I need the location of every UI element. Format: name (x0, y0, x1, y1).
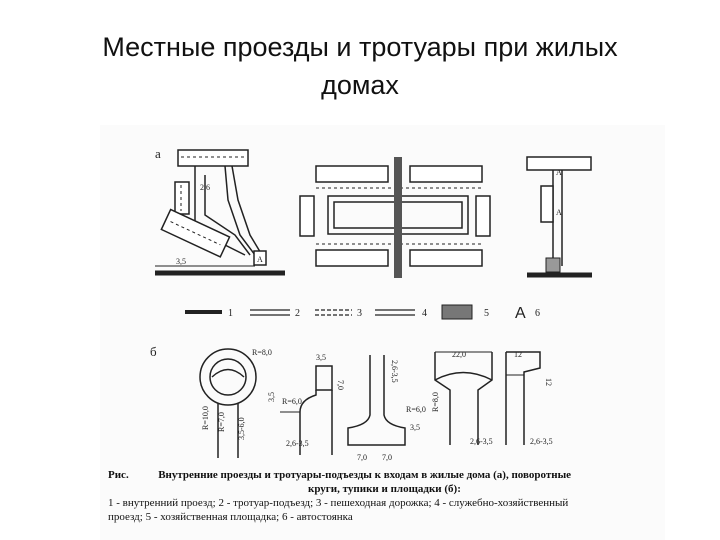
caption-title-1: Рис. Внутренние проезды и тротуары-подъе… (108, 468, 668, 482)
legend (185, 304, 473, 320)
dim-b-r10: R=10,0 (201, 406, 210, 430)
scheme-b5 (505, 351, 541, 445)
dim-b-2-6-l: 2,6-3,5 (530, 437, 553, 446)
scheme-b2 (280, 365, 333, 455)
dim-a-2-6: 2,6 (200, 183, 210, 192)
legend-num-5: 5 (484, 308, 489, 319)
scheme-a3 (526, 156, 592, 278)
dim-b-7-t2: 7,0 (382, 453, 392, 462)
dim-b-3-5-t: 3,5 (410, 423, 420, 432)
scanned-figure (100, 125, 665, 540)
slide-title: Местные проезды и тротуары при жилых дом… (0, 28, 720, 104)
legend-num-3: 3 (357, 308, 362, 319)
caption-prefix: Рис. (108, 469, 129, 481)
dim-b-12-side: 12 (544, 378, 553, 386)
dim-b-3-5-side: 3,5 (267, 392, 276, 402)
scheme-b4 (434, 351, 493, 445)
dim-b-12-top: 12 (514, 350, 522, 359)
caption-title-2: круги, тупики и площадки (б): (108, 482, 668, 496)
legend-num-4: 4 (422, 308, 427, 319)
dim-b-r6: R=6,0 (282, 397, 302, 406)
dim-b-7-left: 7,0 (336, 380, 345, 390)
dim-b-2-6-3-5: 2,6-3,5 (390, 360, 399, 383)
dim-b-r8-y: R=8,0 (431, 392, 440, 412)
parking-marker-a3: A (556, 168, 562, 177)
legend-num-6: 6 (535, 308, 540, 319)
dim-b-r8: R=8,0 (252, 348, 272, 357)
scheme-b1 (199, 348, 257, 458)
legend-symbol-6: A (515, 305, 526, 322)
legend-num-1: 1 (228, 308, 233, 319)
caption-title-line-2: круги, тупики и площадки (б): (308, 483, 461, 495)
dim-b-22: 22,0 (452, 350, 466, 359)
legend-num-2: 2 (295, 308, 300, 319)
dim-b-3-5-6: 3,5-6,0 (237, 417, 246, 440)
parking-marker-a3-b: A (556, 208, 562, 217)
dim-b-3-5-top: 3,5 (316, 353, 326, 362)
scheme-b3 (347, 355, 406, 446)
scheme-a1 (155, 149, 285, 276)
dim-a-3-5: 3,5 (176, 257, 186, 266)
legend-swatch-5 (441, 304, 473, 320)
dim-b-r6-t: R=6,0 (406, 405, 426, 414)
panel-a-label: а (155, 146, 161, 161)
caption-line-1: 1 - внутренний проезд; 2 - тротуар-подъе… (108, 497, 569, 509)
parking-marker-a1: A (257, 255, 263, 264)
dim-b-2-6-y: 2,6-3,5 (470, 437, 493, 446)
scheme-a2 (299, 157, 491, 278)
caption-line-2: проезд; 5 - хозяйственная площадка; 6 - … (108, 511, 353, 523)
panel-b-label: б (150, 344, 157, 359)
dim-b-7-t: 7,0 (357, 453, 367, 462)
title-line-1: Местные проезды и тротуары при жилых (102, 32, 618, 62)
title-line-2: домах (321, 70, 399, 100)
figure-caption: Рис. Внутренние проезды и тротуары-подъе… (108, 468, 668, 524)
caption-title-line-1: Внутренние проезды и тротуары-подъезды к… (158, 469, 572, 481)
dim-b-r7: R=7,0 (217, 412, 226, 432)
dim-b-2-6-a: 2,6-3,5 (286, 439, 309, 448)
